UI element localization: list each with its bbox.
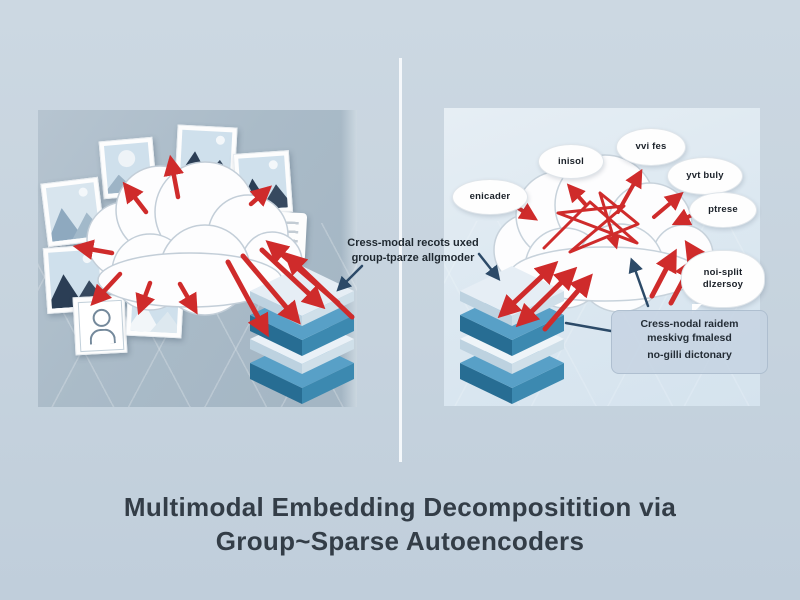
photo-image [77, 299, 125, 353]
photo-thumbnail-icon [40, 176, 106, 248]
annotation-box-text: no-gilli dictonary [647, 349, 732, 362]
speech-bubble: yvt buly [667, 157, 743, 195]
photo-image [130, 280, 180, 334]
caption-title-line2: Group~Sparse Autoencoders [215, 526, 585, 556]
speech-bubble: ptrese [689, 192, 757, 228]
photo-thumbnail-icon [98, 136, 158, 200]
note-text-lines [263, 220, 299, 248]
sun-icon [117, 149, 136, 168]
annotation-box: Cress-nodal raidem meskivg fmalesd no-gi… [611, 310, 768, 374]
caption-title-line1: Multimodal Embedding Decompositition via [123, 492, 677, 522]
bubble-label: inisol [557, 155, 584, 167]
bubble-label: vvi fes [635, 141, 667, 153]
bubble-label: ptrese [708, 204, 738, 216]
sun-icon [268, 159, 279, 170]
photo-thumbnail-icon [174, 124, 238, 190]
bubble-label: yvt buly [686, 170, 724, 182]
person-photo-icon [72, 294, 128, 356]
sun-icon [215, 135, 226, 145]
person-head [92, 308, 112, 328]
speech-bubble: enicader [452, 179, 528, 215]
photo-image [103, 142, 153, 194]
speech-bubble: inisol [538, 144, 604, 179]
sun-icon [78, 187, 89, 198]
annotation-box-text: Cress-nodal raidem meskivg fmalesd [640, 318, 739, 344]
center-annotation-label: Cress-modal recots uxed group-tparze all… [347, 237, 479, 264]
person-body [89, 328, 116, 345]
speech-bubble: vvi fes [616, 128, 686, 166]
panel-divider [399, 58, 402, 462]
photo-thumbnail-icon [232, 150, 294, 216]
photo-image [238, 155, 288, 211]
note-tail [260, 256, 270, 267]
note-icon [254, 210, 308, 267]
photo-image [45, 182, 101, 242]
speech-bubble: noi-split dlzersoy [681, 250, 765, 314]
photo-thumbnail-icon [125, 275, 185, 339]
sun-icon [82, 253, 92, 264]
bubble-label: noi-split dlzersoy [702, 267, 744, 290]
bubble-label: enicader [469, 191, 511, 203]
photo-image [179, 129, 233, 185]
